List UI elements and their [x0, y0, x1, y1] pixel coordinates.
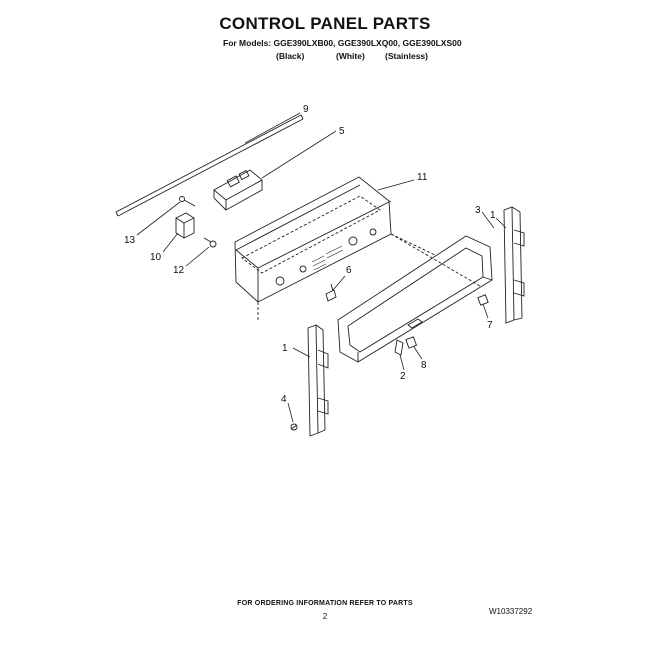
part-6-clip	[325, 283, 337, 302]
part-10-block	[175, 212, 195, 239]
callout-3: 3	[475, 205, 481, 216]
page-number: 2	[322, 612, 328, 621]
callout-12: 12	[173, 265, 185, 276]
part-1-end-cap-left	[307, 324, 329, 437]
part-4-screw	[290, 423, 298, 431]
document-number: W10337292	[489, 607, 533, 616]
part-13-screw	[179, 196, 196, 207]
variant-stainless: (Stainless)	[385, 51, 428, 61]
part-3-trim-frame	[337, 235, 493, 363]
callout-9: 9	[303, 104, 309, 115]
leader-lines	[136, 112, 507, 423]
variant-white: (White)	[336, 51, 365, 61]
callout-8: 8	[421, 360, 427, 371]
part-11-control-panel	[234, 176, 481, 322]
part-7-nut	[477, 294, 489, 306]
callout-6: 6	[346, 265, 352, 276]
callout-1-right: 1	[490, 210, 496, 221]
callout-7: 7	[487, 320, 493, 331]
part-1-end-cap-right	[503, 206, 525, 324]
callout-2: 2	[400, 371, 406, 382]
callout-1-left: 1	[282, 343, 288, 354]
callout-5: 5	[339, 126, 345, 137]
callout-13: 13	[124, 235, 136, 246]
models-line: For Models: GGE390LXB00, GGE390LXQ00, GG…	[223, 38, 462, 48]
ordering-note: FOR ORDERING INFORMATION REFER TO PARTS	[237, 600, 413, 607]
part-9-rod	[115, 114, 304, 217]
variant-black: (Black)	[276, 51, 305, 61]
callout-10: 10	[150, 252, 162, 263]
part-5-switch-bracket	[213, 169, 263, 211]
part-8-clip	[405, 336, 418, 349]
page-title: CONTROL PANEL PARTS	[219, 14, 431, 33]
part-12-screw	[203, 237, 217, 248]
callout-4: 4	[281, 394, 287, 405]
part-2-spring-clip	[394, 339, 404, 356]
callout-11: 11	[417, 172, 428, 183]
